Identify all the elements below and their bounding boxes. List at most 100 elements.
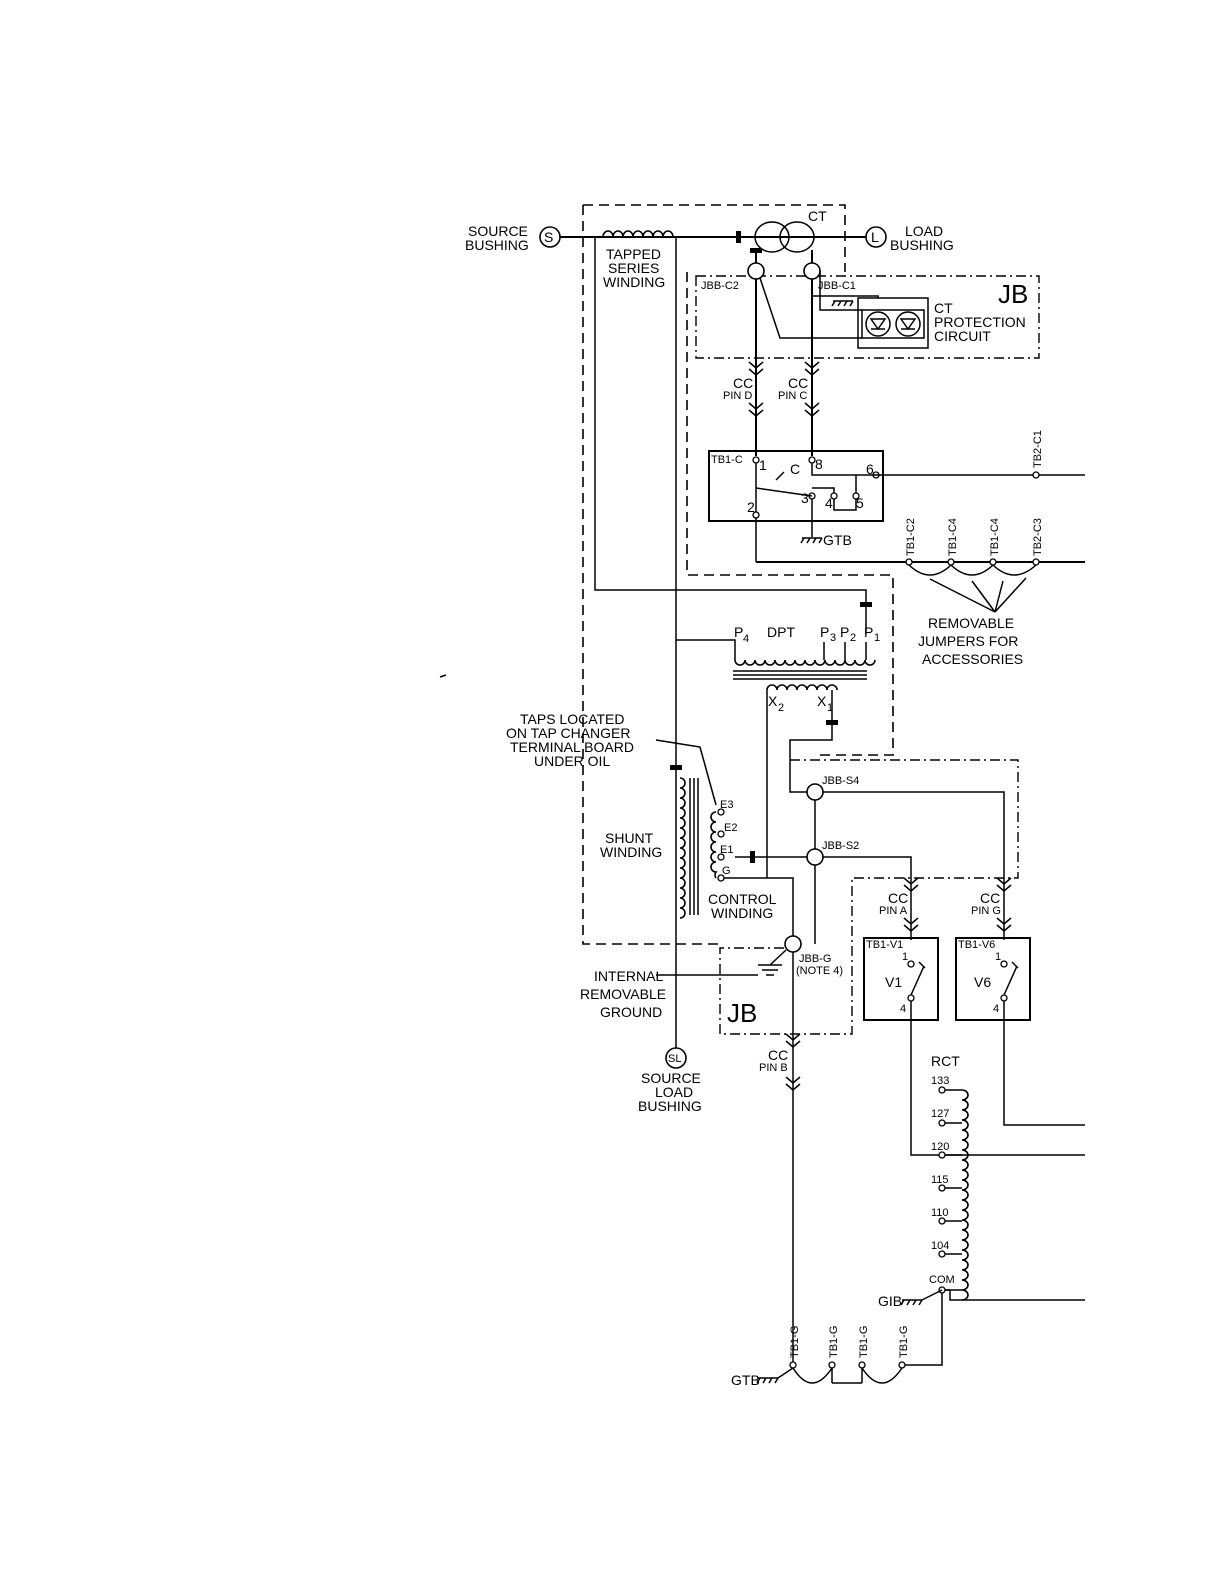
- cc-chevron-pin-d: [748, 361, 764, 417]
- source-bushing-label-1: SOURCE: [468, 223, 528, 239]
- shunt-label-2: WINDING: [600, 844, 662, 860]
- gib-label: GIB: [878, 1293, 902, 1309]
- v1-name: V1: [885, 974, 902, 990]
- pin-c-label: PIN C: [778, 390, 807, 402]
- rct-tap-115: [938, 1184, 946, 1192]
- jumper-pointer-lines: [929, 577, 1027, 613]
- v6-box: [955, 937, 1031, 1021]
- cc-chevron-pin-g: [996, 877, 1012, 932]
- thyristor-icon-2: [895, 311, 921, 337]
- dpt-primary-coil: [734, 659, 876, 666]
- source-load-bushing-symbol: SL: [668, 1053, 681, 1065]
- tb1-c-num-2: 2: [747, 499, 755, 515]
- tb1-c-num-5: 5: [856, 495, 864, 511]
- tapped-series-winding-coil: [602, 230, 674, 238]
- stray-mark: [439, 674, 447, 678]
- node-jbb-c2: [747, 262, 765, 280]
- cc-label-d: CC: [733, 375, 753, 391]
- taps-note-2: ON TAP CHANGER: [506, 725, 630, 741]
- jb-top-box: [695, 275, 1040, 359]
- lead-s2-to-pin-a: [823, 856, 912, 940]
- ct-protection-label-3: CIRCUIT: [934, 328, 991, 344]
- shunt-winding-jumper: [670, 765, 682, 770]
- cc-region-outline: [719, 759, 1019, 1035]
- dpt-x2-sub: 2: [778, 702, 784, 714]
- tapped-series-label-2: SERIES: [608, 260, 659, 276]
- load-bushing-label-2: BUSHING: [890, 237, 954, 253]
- source-bushing-symbol: S: [544, 229, 553, 245]
- v6-name: V6: [974, 974, 991, 990]
- v6-term-4: [1000, 994, 1008, 1002]
- tb1-c-num-1: 1: [759, 457, 767, 473]
- control-winding-coil: [710, 811, 718, 879]
- jumpers-note-3: ACCESSORIES: [922, 651, 1023, 667]
- pin-g-label: PIN G: [971, 905, 1001, 917]
- taps-note-leader: [655, 739, 717, 806]
- source-load-label-1: SOURCE: [641, 1070, 701, 1086]
- node-jbb-g: [784, 935, 802, 953]
- tb1-g-label-2: TB1-G: [828, 1326, 840, 1358]
- rct-tap-110-label: 110: [931, 1207, 949, 1219]
- control-tap-e2: [717, 830, 725, 838]
- ground-icon-gtb-bottom: [756, 1367, 794, 1384]
- tb1-g-bus: [792, 1367, 903, 1384]
- tb1-c-label: TB1-C: [711, 454, 743, 466]
- v6-t-top: 1: [995, 951, 1001, 963]
- ground-icon-gtb-top: [800, 537, 823, 544]
- jb-top-label: JB: [998, 279, 1028, 309]
- jbb-g-note: (NOTE 4): [796, 965, 843, 977]
- cc-chevron-pin-b: [785, 1033, 801, 1091]
- ground-icon-jbb-c1: [831, 300, 854, 307]
- load-bushing-icon: [865, 226, 887, 248]
- rct-coil: [961, 1089, 969, 1301]
- v1-term-4: [907, 994, 915, 1002]
- lead-s4-to-pin-g: [823, 791, 1005, 940]
- tb2-c3-label: TB2-C3: [1032, 518, 1044, 556]
- shunt-label-1: SHUNT: [605, 830, 654, 846]
- gtb-bottom-label: GTB: [731, 1372, 760, 1388]
- load-bushing-symbol: L: [871, 229, 879, 245]
- dpt-x1-sub: 1: [827, 702, 833, 714]
- thyristor-icon-1: [865, 311, 891, 337]
- pin-d-label: PIN D: [723, 390, 752, 402]
- control-label-2: WINDING: [711, 905, 773, 921]
- e1-jumper: [750, 851, 755, 863]
- source-bushing-icon: [539, 226, 561, 248]
- rct-label: RCT: [931, 1053, 960, 1069]
- internal-ground-icon: [758, 949, 787, 976]
- ct-protection-inner: [861, 309, 925, 339]
- load-bushing-label-1: LOAD: [905, 223, 943, 239]
- shunt-winding-coil: [679, 777, 686, 919]
- source-bushing-label-2: BUSHING: [465, 237, 529, 253]
- dpt-x1-jumper: [826, 720, 838, 725]
- switch-c-wiring: [755, 463, 1085, 537]
- node-jbb-c1: [803, 262, 821, 280]
- dpt-secondary-coil: [766, 684, 838, 691]
- node-jbb-s2: [806, 848, 824, 866]
- jbb-g-label: JBB-G: [799, 953, 831, 965]
- tb1-c4b-label: TB1-C4: [989, 518, 1001, 556]
- rct-tap-127: [938, 1119, 946, 1127]
- tb1-c-num-4: 4: [825, 495, 833, 511]
- dpt-p3: P: [820, 624, 829, 640]
- cc-label-g: CC: [980, 890, 1000, 906]
- tb1-c4a-label: TB1-C4: [947, 518, 959, 556]
- control-label-1: CONTROL: [708, 891, 777, 907]
- tb1-g-label-3: TB1-G: [858, 1326, 870, 1358]
- taps-note-1: TAPS LOCATED: [520, 711, 625, 727]
- ct-jumper: [736, 231, 741, 243]
- thyristor-glyph-2: [899, 318, 917, 331]
- v6-t-bot: 4: [993, 1003, 999, 1015]
- v1-box: [863, 937, 939, 1021]
- cc-label-b: CC: [768, 1047, 788, 1063]
- node-jbb-s4: [806, 783, 824, 801]
- internal-ground-label-2: REMOVABLE: [580, 986, 666, 1002]
- tb1-c-num-3: 3: [801, 490, 809, 506]
- jumpers-note-2: JUMPERS FOR: [918, 633, 1018, 649]
- internal-ground-label-1: INTERNAL: [594, 968, 663, 984]
- dpt-tap-leads: [823, 642, 867, 660]
- rct-tap-leads: [942, 1089, 962, 1291]
- control-tap-e1: [717, 853, 725, 861]
- ct-protection-label-2: PROTECTION: [934, 314, 1026, 330]
- dpt-p1-jumper: [860, 602, 872, 607]
